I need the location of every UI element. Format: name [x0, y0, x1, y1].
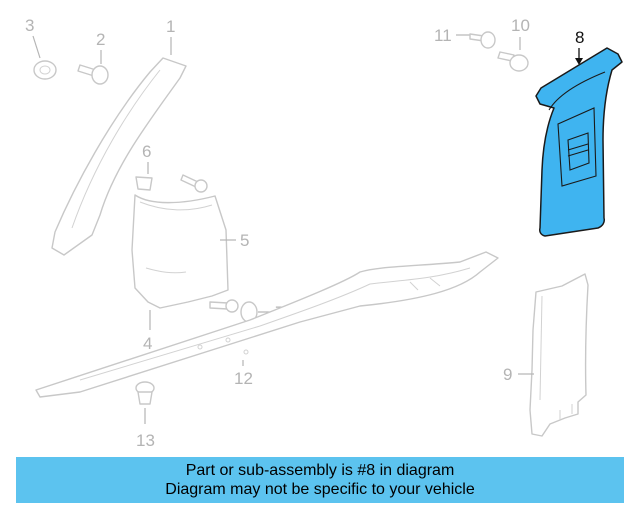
part-5-screw [180, 174, 208, 193]
callout-9: 9 [503, 365, 512, 384]
part-12-sill-plate: 12 [35, 251, 499, 398]
caption-banner: Part or sub-assembly is #8 in diagram Di… [16, 457, 624, 503]
part-11-screw: 11 [434, 26, 496, 49]
part-1-a-pillar-trim: 1 [51, 17, 187, 256]
part-5-pillar-lower-trim: 5 4 [131, 194, 249, 353]
callout-6: 6 [142, 142, 151, 161]
callout-12: 12 [234, 369, 253, 388]
parts-diagram: 3 2 1 6 5 4 [25, 16, 623, 450]
caption-line-1: Part or sub-assembly is #8 in diagram [185, 462, 455, 479]
caption-line-2: Diagram may not be specific to your vehi… [165, 481, 475, 498]
callout-5: 5 [240, 231, 249, 250]
part-6-clip: 6 [135, 142, 153, 191]
callout-11: 11 [434, 26, 452, 45]
callout-8: 8 [575, 28, 584, 47]
part-2-bolt: 2 [77, 30, 109, 85]
part-8-pillar-trim-highlighted: 8 [535, 28, 623, 237]
callout-3: 3 [25, 16, 34, 35]
callout-10: 10 [511, 16, 530, 35]
part-9-lower-pillar-trim: 9 [503, 273, 589, 437]
callout-13: 13 [136, 431, 155, 450]
callout-2: 2 [96, 30, 105, 49]
callout-4: 4 [143, 334, 152, 353]
part-13-push-clip: 13 [135, 381, 155, 450]
callout-1: 1 [166, 17, 175, 36]
part-3-screw: 3 [25, 16, 57, 80]
part-10-bolt: 10 [497, 16, 530, 72]
